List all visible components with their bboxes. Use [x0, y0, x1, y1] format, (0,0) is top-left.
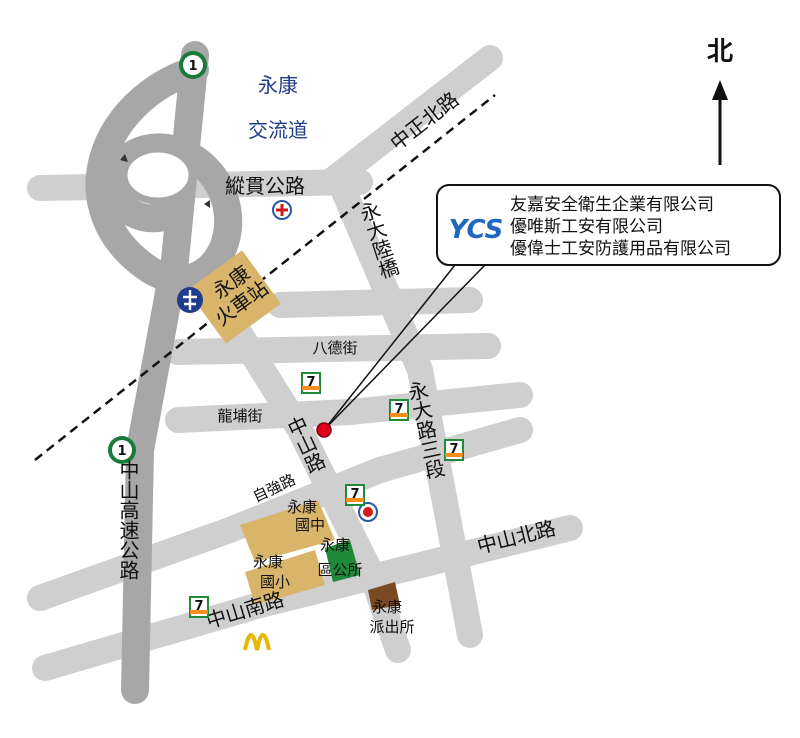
label-zhongshan-south: 中山南路	[203, 587, 287, 633]
store-icon-stripe	[302, 386, 320, 390]
convenience-store-icon: 7	[345, 484, 365, 506]
railway-icon-mark	[183, 290, 197, 310]
road-zhongshan-south	[32, 592, 273, 681]
junior-high-building	[240, 500, 335, 562]
freeway-shield-bottom: 1	[108, 436, 136, 464]
callout-logo: YCS	[449, 215, 504, 245]
convenience-store-icon: 7	[301, 372, 321, 394]
hospital-icon-cross	[276, 204, 288, 216]
road-zhongshan	[217, 305, 411, 663]
label-bade: 八德街	[312, 339, 357, 357]
interchange-inner-ring	[120, 145, 196, 205]
hospital-icon	[272, 200, 292, 220]
interchange-label-line1: 永康	[258, 73, 298, 97]
road-zhongzheng-north	[317, 45, 503, 195]
freeway	[85, 41, 243, 704]
callout-box	[436, 184, 781, 266]
railway-line	[34, 94, 496, 461]
elementary-label-line1: 永康	[253, 553, 283, 571]
store-icon-number: 7	[449, 442, 458, 457]
landmark-blocks	[187, 250, 400, 610]
store-icon-stripe	[190, 610, 208, 614]
store-icon-number: 7	[350, 487, 359, 502]
label-freeway: 中山高速公路	[116, 460, 140, 580]
company-callout: YCS 友嘉安全衛生企業有限公司 優唯斯工安有限公司 優偉士工安防護用品有限公司	[436, 184, 781, 266]
convenience-store-icon: 7	[189, 596, 209, 618]
junior-high-label-line1: 永康	[287, 498, 317, 516]
shield-number: 1	[188, 59, 197, 74]
label-zongguan: 縱貫公路	[225, 174, 305, 198]
north-label: 北	[707, 37, 733, 67]
callout-leader-right	[323, 264, 486, 431]
elementary-label-line2: 國小	[260, 573, 290, 591]
callout-leader-left	[323, 264, 456, 431]
convenience-store-icon: 7	[444, 439, 464, 461]
label-longpu: 龍埔街	[217, 407, 262, 425]
shield-inner	[112, 440, 132, 460]
interchange-ramp-arrow	[204, 200, 210, 208]
shield-number: 1	[117, 444, 126, 459]
callout-company-2: 優唯斯工安有限公司	[510, 217, 663, 237]
store-icon-stripe	[445, 453, 463, 457]
district-office-label-line2: 區公所	[317, 561, 362, 579]
district-office-label-line1: 永康	[320, 536, 350, 554]
road-longpu	[165, 382, 533, 433]
store-icon-number: 7	[194, 599, 203, 614]
callout-company-3: 優偉士工安防護用品有限公司	[510, 239, 731, 259]
police-building	[368, 582, 400, 610]
mcdonalds-icon	[243, 633, 271, 651]
north-arrow-head	[712, 80, 728, 100]
convenience-store-icon: 7	[389, 399, 409, 421]
interchange-ramp-arrow	[120, 154, 128, 162]
freeway-shield-top: 1	[179, 51, 207, 79]
station-building	[187, 250, 281, 344]
store-icon-stripe	[390, 413, 408, 417]
road-bade	[165, 333, 501, 365]
post-icon	[358, 502, 378, 522]
north-arrow: 北	[707, 37, 733, 165]
road-zhongshan-north	[247, 515, 583, 618]
callout-company-1: 友嘉安全衛生企業有限公司	[510, 195, 714, 215]
interchange-outer-loop	[85, 56, 243, 293]
shield-inner	[183, 55, 203, 75]
police-label-line1: 永康	[372, 598, 402, 616]
location-marker	[316, 422, 332, 438]
post-icon-dot	[363, 507, 373, 517]
store-icon-stripe	[346, 498, 364, 502]
store-icon-number: 7	[306, 375, 315, 390]
elementary-building	[245, 550, 325, 605]
police-label-line2: 派出所	[369, 618, 414, 636]
store-icon-number: 7	[394, 402, 403, 417]
district-office-building	[325, 540, 360, 582]
junior-high-label-line2: 國中	[295, 516, 325, 534]
interchange-label-line2: 交流道	[248, 118, 308, 142]
road-network	[27, 45, 583, 681]
road-misc-upper	[267, 287, 483, 318]
